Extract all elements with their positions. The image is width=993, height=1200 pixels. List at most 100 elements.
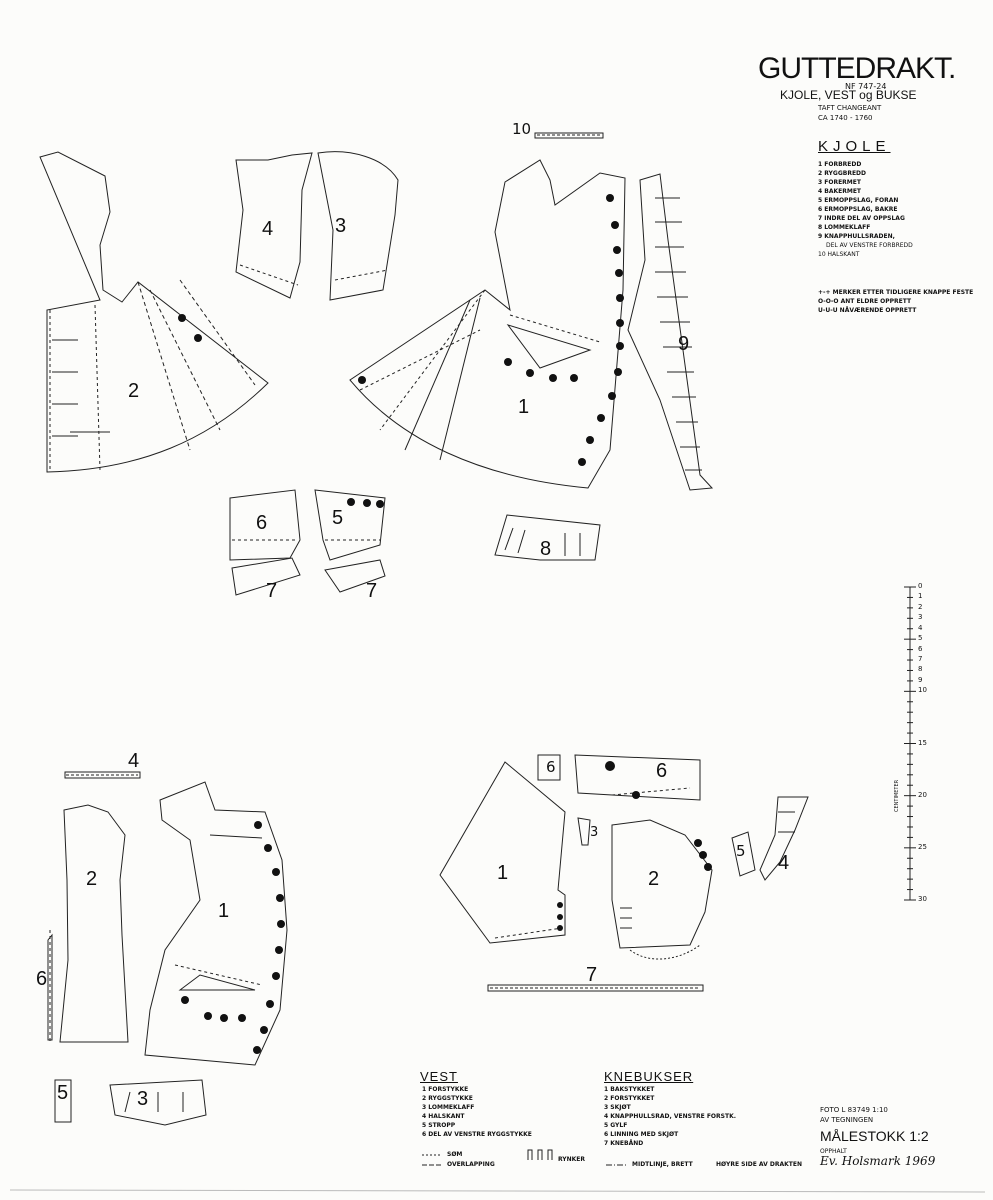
piece-number: 4	[262, 218, 274, 240]
ruler-tick-label: 15	[918, 738, 927, 747]
legend-item: 3 FORERMET	[818, 179, 861, 186]
breeches-6-button-1	[605, 761, 615, 771]
piece-number: 9	[678, 333, 690, 355]
scale-ruler	[904, 586, 916, 901]
piece-number: 6	[656, 760, 668, 782]
breeches-1-buttons	[557, 902, 563, 931]
mark-legend-item: U-U-U NÅVÆRENDE OPPRETT	[818, 307, 917, 314]
vest-1-buttons	[181, 821, 285, 1054]
line-legend-overlapping: OVERLAPPING	[447, 1161, 495, 1168]
piece-number: 3	[137, 1088, 149, 1110]
piece-number: 6	[36, 968, 48, 990]
ruler-unit: CENTIMETER	[894, 779, 900, 812]
knebukser-legend: 1 BAKSTYKKET 2 FORSTYKKET 3 SKJØT 4 KNAP…	[604, 1085, 736, 1148]
ruler-tick-label: 1	[918, 592, 923, 601]
legend-item: 1 FORBREDD	[818, 161, 862, 168]
ruler-tick-label: 0	[918, 582, 923, 590]
piece-number: 3	[335, 215, 347, 237]
knebukser-heading: KNEBUKSER	[604, 1069, 694, 1084]
coat-2-button-1	[178, 314, 186, 322]
mark-legend: +-+ MERKER ETTER TIDLIGERE KNAPPE FESTE …	[818, 288, 973, 315]
legend-item: 9 KNAPPHULLSRADEN,	[818, 233, 895, 240]
legend-item: 3 SKJØT	[604, 1104, 631, 1111]
ruler-tick-label: 10	[918, 686, 927, 695]
legend-item: 2 FORSTYKKET	[604, 1095, 655, 1102]
piece-number: 7	[266, 580, 278, 602]
kjole-legend: 1 FORBREDD 2 RYGGBREDD 3 FORERMET 4 BAKE…	[818, 160, 913, 259]
ruler-tick-label: 30	[918, 895, 927, 903]
coat-piece-8	[494, 514, 601, 561]
legend-item: 6 ERMOPPSLAG, BAKRE	[818, 206, 898, 213]
dating-note: CA 1740 - 1760	[818, 114, 873, 122]
breeches-2-buttons	[694, 839, 712, 871]
kjole-heading: KJOLE	[818, 138, 891, 155]
mark-legend-item: O-O-O ANT ELDRE OPPRETT	[818, 298, 912, 305]
breeches-6-button-2	[632, 791, 640, 799]
ruler-tick-label: 25	[918, 842, 927, 851]
breeches-piece-2	[611, 819, 713, 960]
fabric-note: TAFT CHANGEANT	[818, 104, 882, 112]
page-title: GUTTEDRAKT.	[758, 52, 956, 85]
coat-2-button-2	[194, 334, 202, 342]
piece-number: 5	[332, 507, 344, 529]
scale-label: MÅLESTOKK 1:2	[820, 1128, 929, 1144]
signature: Ev. Holsmark 1969	[820, 1154, 936, 1168]
legend-item: 6 DEL AV VENSTRE RYGGSTYKKE	[422, 1131, 532, 1138]
piece-number: 4	[128, 750, 140, 772]
ruler-tick-label: 2	[918, 602, 923, 611]
piece-number: 7	[586, 964, 598, 986]
line-legend-som: SØM	[447, 1151, 463, 1158]
piece-number: 7	[366, 580, 378, 602]
piece-number: 5	[57, 1082, 69, 1104]
breeches-piece-5	[731, 831, 756, 877]
vest-heading: VEST	[420, 1069, 458, 1084]
breeches-piece-4	[759, 796, 809, 881]
legend-item: 5 STROPP	[422, 1122, 456, 1129]
piece-number: 2	[86, 868, 98, 890]
piece-number: 6	[256, 512, 268, 534]
piece-number: 5	[736, 842, 746, 860]
ruler-tick-label: 6	[918, 644, 923, 653]
coat-1-buttons	[358, 194, 624, 466]
piece-number: 1	[497, 862, 509, 884]
coat-piece-9	[627, 173, 714, 491]
legend-item: 2 RYGGSTYKKE	[422, 1095, 473, 1102]
piece-number: 3	[590, 825, 599, 840]
legend-item: 4 BAKERMET	[818, 188, 862, 195]
line-legend-midtlinje: MIDTLINJE, BRETT	[632, 1161, 693, 1168]
coat-2-button-marks	[52, 339, 78, 437]
line-legend-right-side: HØYRE SIDE AV DRAKTEN	[716, 1161, 802, 1168]
piece-number: 2	[128, 380, 140, 402]
coat-5-buttons	[347, 498, 384, 508]
legend-item: 3 LOMMEKLAFF	[422, 1104, 475, 1111]
vest-piece-3	[109, 1079, 207, 1126]
mark-legend-item: +-+ MERKER ETTER TIDLIGERE KNAPPE FESTE	[818, 289, 974, 296]
line-legend-rynker: RYNKER	[558, 1156, 586, 1163]
ruler-tick-label: 20	[918, 790, 927, 799]
coat-piece-10	[534, 132, 604, 139]
piece-number: 8	[540, 538, 552, 560]
ruler-tick-label: 5	[918, 634, 923, 643]
vest-piece-1	[144, 781, 288, 1066]
legend-item: 8 LOMMEKLAFF	[818, 224, 871, 231]
legend-item: 2 RYGGBREDD	[818, 170, 867, 177]
piece-number: 10	[512, 120, 532, 138]
legend-item: 1 FORSTYKKE	[422, 1086, 469, 1093]
piece-number: 1	[218, 900, 230, 922]
piece-number: 2	[648, 868, 660, 890]
legend-item: 1 BAKSTYKKET	[604, 1086, 655, 1093]
vest-piece-5	[54, 1079, 72, 1123]
breeches-piece-7	[487, 984, 704, 992]
vest-piece-4	[64, 771, 141, 779]
vest-piece-2	[59, 804, 129, 1043]
reference-number: NF 747-24	[845, 82, 887, 91]
legend-item: 5 GYLF	[604, 1122, 628, 1129]
ruler-tick-label: 4	[918, 623, 923, 632]
foto-ref: FOTO L 83749 1:10	[820, 1106, 888, 1114]
breeches-piece-3	[577, 817, 591, 846]
legend-item: 6 LINNING MED SKJØT	[604, 1131, 679, 1138]
piece-number: 4	[778, 852, 790, 874]
photo-credit: FOTO L 83749 1:10 AV TEGNINGEN	[820, 1105, 888, 1125]
